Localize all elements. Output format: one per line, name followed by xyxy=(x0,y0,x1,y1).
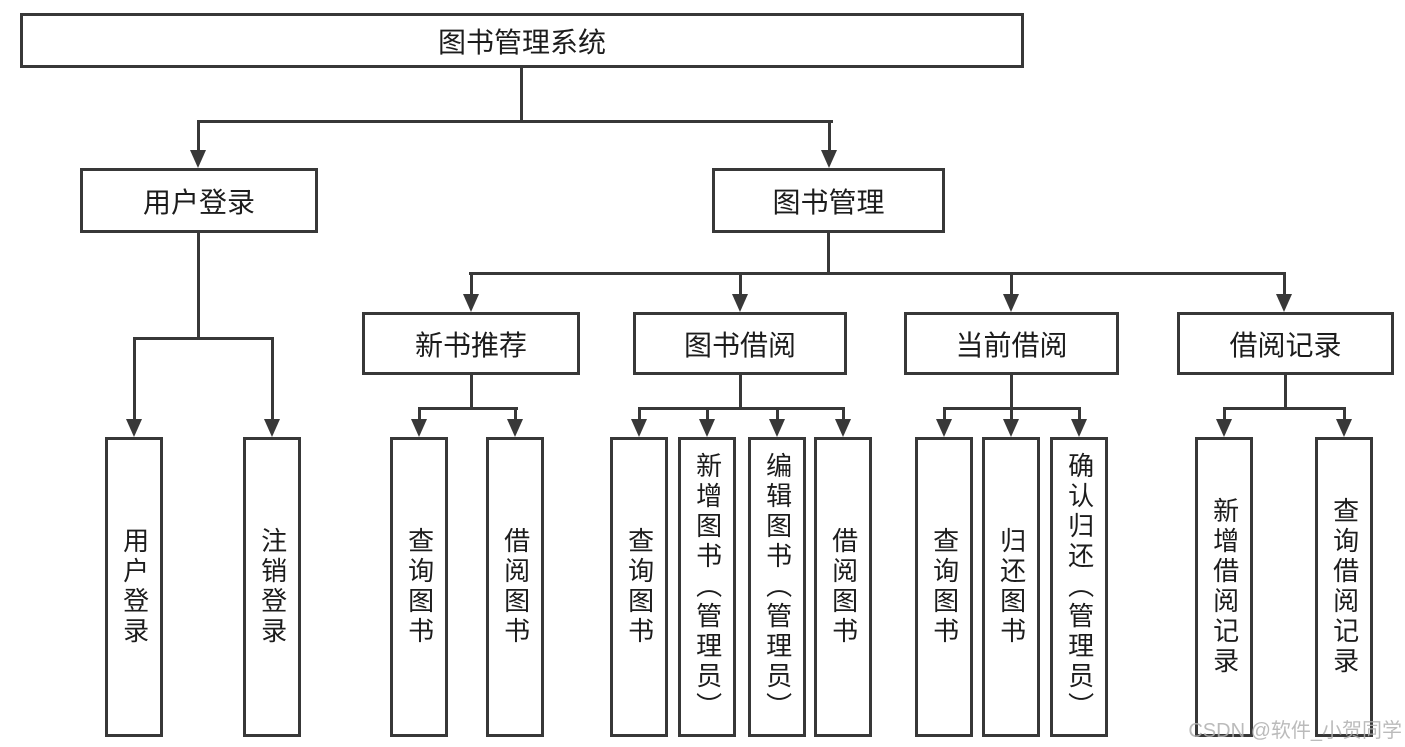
arrowhead-icon xyxy=(1336,419,1352,437)
node-book-management: 图书管理 xyxy=(712,168,945,233)
node-label: 归还图书 xyxy=(996,527,1027,647)
node-label: 新增借阅记录 xyxy=(1209,497,1240,677)
node-label: 新增图书（管理员） xyxy=(692,452,723,722)
node-label: 编辑图书（管理员） xyxy=(762,452,793,722)
arrowhead-icon xyxy=(264,419,280,437)
leaf-confirm-return-admin: 确认归还（管理员） xyxy=(1050,437,1108,737)
node-label: 借阅图书 xyxy=(500,527,531,647)
node-user-login: 用户登录 xyxy=(80,168,318,233)
arrowhead-icon xyxy=(936,419,952,437)
edge-line xyxy=(1078,407,1081,423)
node-book-borrowing: 图书借阅 xyxy=(633,312,847,375)
edge-line xyxy=(827,233,830,275)
edge-line xyxy=(776,407,779,423)
edge-line xyxy=(197,120,200,154)
edge-line xyxy=(638,407,641,423)
arrowhead-icon xyxy=(1276,294,1292,312)
leaf-logout: 注销登录 xyxy=(243,437,301,737)
node-label: 借阅记录 xyxy=(1229,329,1342,361)
edge-line xyxy=(1223,407,1226,423)
node-label: 查询图书 xyxy=(624,527,655,647)
node-current-borrowing: 当前借阅 xyxy=(904,312,1119,375)
leaf-query-books-recommend: 查询图书 xyxy=(390,437,448,737)
arrowhead-icon xyxy=(699,419,715,437)
node-label: 新书推荐 xyxy=(414,329,527,361)
leaf-user-login: 用户登录 xyxy=(105,437,163,737)
edge-line xyxy=(1223,407,1346,410)
edge-line xyxy=(1010,407,1013,423)
leaf-borrow-books-recommend: 借阅图书 xyxy=(486,437,544,737)
edge-line xyxy=(271,337,274,423)
edge-line xyxy=(470,272,473,296)
edge-line xyxy=(133,337,136,423)
edge-line xyxy=(197,120,833,123)
node-label: 查询图书 xyxy=(404,527,435,647)
leaf-return-book: 归还图书 xyxy=(982,437,1040,737)
node-root: 图书管理系统 xyxy=(20,13,1024,68)
node-label: 图书借阅 xyxy=(683,329,796,361)
leaf-add-borrow-record: 新增借阅记录 xyxy=(1195,437,1253,737)
node-label: 图书管理系统 xyxy=(437,26,606,58)
edge-line xyxy=(197,233,200,340)
arrowhead-icon xyxy=(821,150,837,168)
node-label: 图书管理 xyxy=(772,186,885,218)
arrowhead-icon xyxy=(631,419,647,437)
edge-line xyxy=(1010,375,1013,409)
node-new-book-recommend: 新书推荐 xyxy=(362,312,580,375)
edge-line xyxy=(706,407,709,423)
leaf-borrow-books: 借阅图书 xyxy=(814,437,872,737)
edge-line xyxy=(842,407,845,423)
edge-line xyxy=(1284,375,1287,409)
arrowhead-icon xyxy=(769,419,785,437)
node-label: 借阅图书 xyxy=(828,527,859,647)
node-label: 用户登录 xyxy=(119,527,150,647)
node-label: 确认归还（管理员） xyxy=(1064,452,1095,722)
leaf-query-books-current: 查询图书 xyxy=(915,437,973,737)
arrowhead-icon xyxy=(1003,294,1019,312)
arrowhead-icon xyxy=(835,419,851,437)
leaf-query-borrow-record: 查询借阅记录 xyxy=(1315,437,1373,737)
node-label: 用户登录 xyxy=(142,186,255,218)
edge-line xyxy=(520,68,523,123)
edge-line xyxy=(638,407,844,410)
node-label: 查询图书 xyxy=(929,527,960,647)
edge-line xyxy=(739,272,742,296)
watermark: CSDN @软件_小贺同学 xyxy=(1188,720,1402,742)
edge-line xyxy=(1010,272,1013,296)
edge-line xyxy=(828,120,831,154)
arrowhead-icon xyxy=(1071,419,1087,437)
arrowhead-icon xyxy=(126,419,142,437)
leaf-edit-book-admin: 编辑图书（管理员） xyxy=(748,437,806,737)
edge-line xyxy=(418,407,518,410)
node-borrowing-records: 借阅记录 xyxy=(1177,312,1394,375)
arrowhead-icon xyxy=(190,150,206,168)
edge-line xyxy=(739,375,742,409)
edge-line xyxy=(943,407,946,423)
edge-line xyxy=(469,272,1286,275)
arrowhead-icon xyxy=(507,419,523,437)
arrowhead-icon xyxy=(1003,419,1019,437)
edge-line xyxy=(1343,407,1346,423)
node-label: 当前借阅 xyxy=(955,329,1068,361)
leaf-add-book-admin: 新增图书（管理员） xyxy=(678,437,736,737)
edge-line xyxy=(514,407,517,423)
leaf-query-books-borrowing: 查询图书 xyxy=(610,437,668,737)
edge-line xyxy=(470,375,473,409)
arrowhead-icon xyxy=(463,294,479,312)
edge-line xyxy=(418,407,421,423)
arrowhead-icon xyxy=(1216,419,1232,437)
node-label: 查询借阅记录 xyxy=(1329,497,1360,677)
edge-line xyxy=(1283,272,1286,296)
arrowhead-icon xyxy=(732,294,748,312)
arrowhead-icon xyxy=(411,419,427,437)
node-label: 注销登录 xyxy=(257,527,288,647)
edge-line xyxy=(133,337,274,340)
